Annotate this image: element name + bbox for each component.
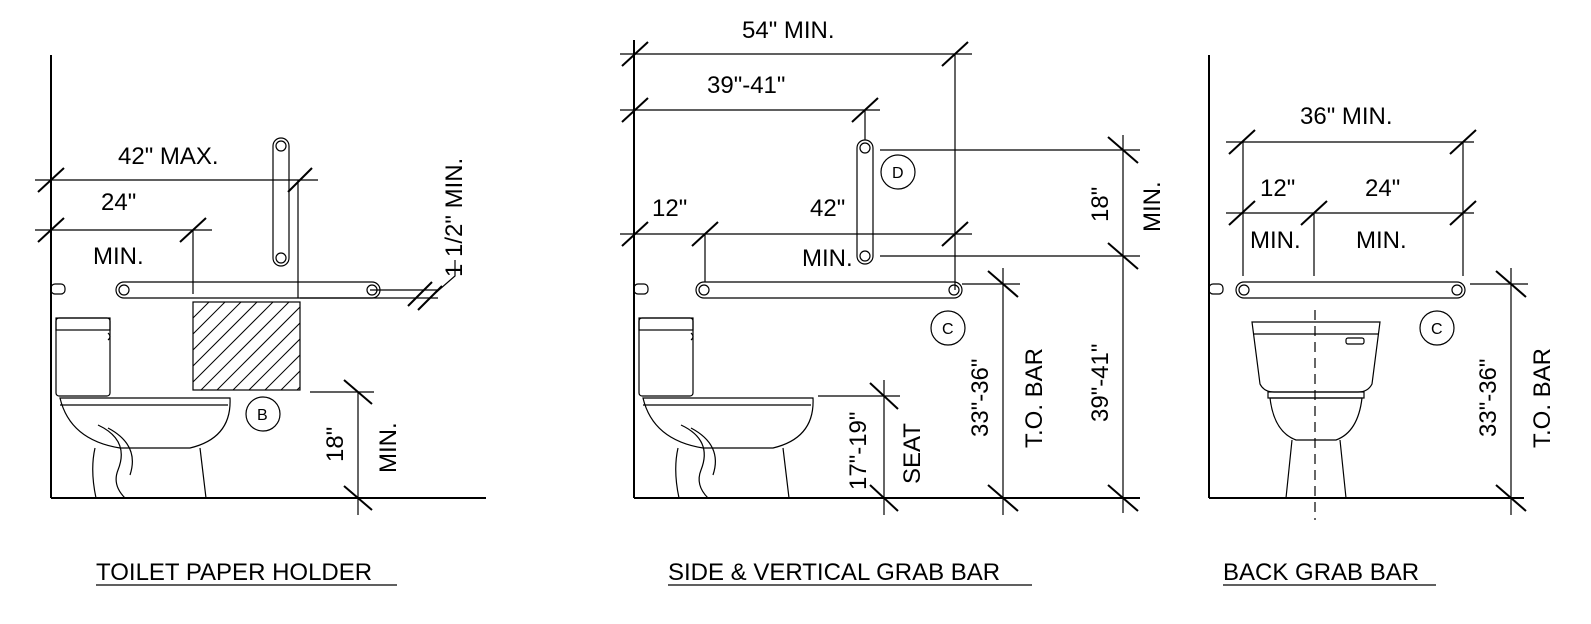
- title-toilet-paper-holder: TOILET PAPER HOLDER: [96, 559, 372, 586]
- dim-18: 18": [322, 427, 349, 462]
- paper-holder-bracket: [50, 283, 66, 295]
- min-right: MIN.: [1356, 227, 1407, 254]
- panel-side-vertical-grab-bar: 54" MIN. 39"-41" 12" 42" MIN. D C 18" MI…: [620, 17, 1166, 586]
- dim-42-max: 42" MAX.: [118, 143, 219, 170]
- dim-12: 12": [652, 195, 687, 222]
- callout-d: D: [892, 165, 904, 182]
- grab-bar-horizontal: [115, 281, 381, 299]
- callout-c-circle: [930, 310, 966, 346]
- toilet-front-view: [1251, 310, 1381, 520]
- paper-holder-bracket: [633, 283, 649, 295]
- title-back-grab-bar: BACK GRAB BAR: [1223, 559, 1419, 586]
- callout-c: C: [1431, 321, 1443, 338]
- dim-24: 24": [1365, 175, 1400, 202]
- bar-dim: 33"-36": [1475, 359, 1502, 437]
- bar-label: T.O. BAR: [1021, 348, 1048, 448]
- min-left: MIN.: [1250, 227, 1301, 254]
- callout-d-circle: [880, 154, 916, 190]
- seat-dim: 17"-19": [845, 412, 872, 490]
- grab-bar-horizontal: [695, 281, 963, 299]
- grab-bar-horizontal: [1235, 281, 1466, 299]
- dim-54-min: 54" MIN.: [742, 17, 835, 44]
- grab-bar-vertical: [272, 137, 290, 267]
- panel-back-grab-bar: 36" MIN. 12" 24" MIN. MIN. C 33"-36" T.O…: [1208, 55, 1556, 586]
- callout-c-circle: [1419, 310, 1455, 346]
- dim-36-min: 36" MIN.: [1300, 103, 1393, 130]
- panel-toilet-paper-holder: 42" MAX. 24" MIN. 1 1/2" MIN. 18" MIN. B…: [35, 55, 486, 586]
- toilet-side-view: [638, 317, 814, 499]
- bar-label: T.O. BAR: [1529, 348, 1556, 448]
- callout-b-circle: [245, 396, 281, 432]
- paper-holder-bracket: [1208, 283, 1224, 295]
- dim-18: 18": [1087, 187, 1114, 222]
- toilet-side-view: [55, 317, 231, 499]
- callout-c: C: [942, 321, 954, 338]
- title-side-vertical-grab-bar: SIDE & VERTICAL GRAB BAR: [668, 559, 1000, 586]
- dim-39-41-top: 39"-41": [707, 72, 785, 99]
- bar-dim: 33"-36": [967, 359, 994, 437]
- min-label: MIN.: [93, 243, 144, 270]
- dim-12: 12": [1260, 175, 1295, 202]
- min-vertical: MIN.: [1139, 181, 1166, 232]
- min-label: MIN.: [802, 245, 853, 272]
- seat-label: SEAT: [899, 423, 926, 484]
- min-vertical: MIN.: [375, 422, 402, 473]
- clear-space-hatch: [192, 301, 301, 391]
- grab-bar-vertical: [856, 139, 874, 265]
- dim-1-5-min: 1 1/2" MIN.: [441, 158, 468, 277]
- callout-b: B: [257, 407, 268, 424]
- right-dim: 39"-41": [1087, 344, 1114, 422]
- dim-42: 42": [810, 195, 845, 222]
- dim-24: 24": [101, 189, 136, 216]
